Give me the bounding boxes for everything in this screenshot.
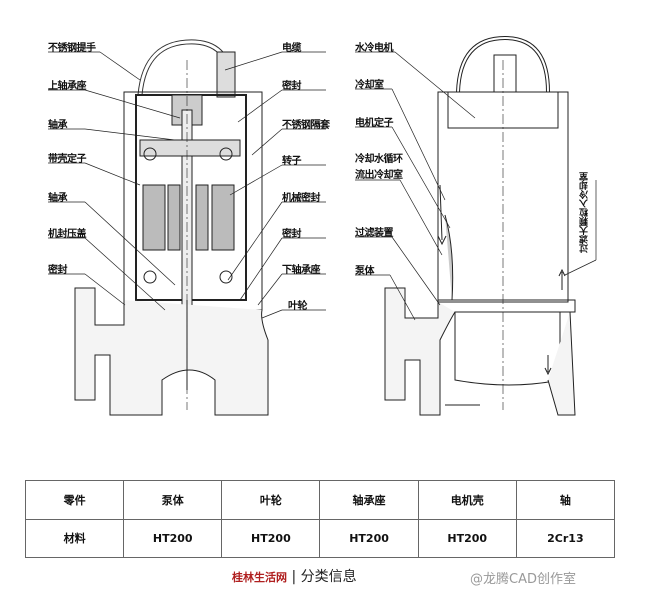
left-pump-section [74, 39, 269, 416]
table-cell: 轴 [515, 480, 616, 520]
label-lower-bearing-seat: 下轴承座 [282, 265, 321, 276]
label-stator-with-casing: 带壳定子 [48, 154, 87, 165]
materials-table: 零件 泵体 叶轮 轴承座 电机壳 轴 材料 HT200 HT200 HT200 … [24, 480, 616, 558]
watermark-site-suffix: 分类信息 [300, 569, 357, 585]
label-pump-body: 泵体 [355, 266, 375, 277]
table-cell: 泵体 [123, 480, 223, 520]
label-flow-out-cooling: 流出冷却室 [355, 170, 403, 181]
author-watermark: @龙腾CAD创作室 [470, 572, 576, 587]
right-pump-exterior [384, 35, 576, 416]
table-cell: 电机壳 [417, 480, 517, 520]
leader-lines [48, 51, 597, 321]
label-impeller: 叶轮 [288, 301, 308, 312]
label-seal-top: 密封 [282, 81, 302, 92]
label-cable: 电缆 [282, 43, 302, 54]
label-filter-device: 过滤装置 [355, 228, 394, 239]
label-seal-left: 密封 [48, 265, 68, 276]
label-seal-gland: 机封压盖 [48, 229, 87, 240]
table-cell: 叶轮 [221, 480, 321, 520]
label-mechanical-seal: 机械密封 [282, 193, 321, 204]
table-cell: 2Cr13 [515, 518, 616, 558]
label-cooling-chamber: 冷却室 [355, 80, 384, 91]
watermark-site-name: 桂林生活网 [232, 571, 287, 584]
vertical-note: 过滤大颗粒入冷却室 [580, 172, 590, 253]
table-cell: 材料 [24, 518, 125, 558]
table-header-row: 零件 泵体 叶轮 轴承座 电机壳 轴 [24, 480, 616, 520]
label-motor-stator: 电机定子 [355, 118, 394, 129]
label-cooling-water-circulation: 冷却水循环 [355, 154, 403, 165]
table-cell: HT200 [417, 518, 517, 558]
label-bearing-lower: 轴承 [48, 193, 68, 204]
site-watermark: 桂林生活网 | 分类信息 [232, 569, 357, 585]
table-row: 材料 HT200 HT200 HT200 HT200 2Cr13 [24, 518, 616, 558]
label-stainless-handle: 不锈钢提手 [48, 43, 96, 54]
table-cell: HT200 [319, 518, 419, 558]
label-seal-mid: 密封 [282, 229, 302, 240]
label-upper-bearing-seat: 上轴承座 [48, 81, 87, 92]
label-rotor: 转子 [282, 156, 302, 167]
table-cell: HT200 [123, 518, 223, 558]
table-cell: HT200 [221, 518, 321, 558]
label-bearing-upper: 轴承 [48, 120, 68, 131]
table-cell: 轴承座 [319, 480, 419, 520]
table-cell: 零件 [24, 480, 125, 520]
label-stainless-sleeve: 不锈钢隔套 [282, 120, 330, 131]
label-water-cooled-motor: 水冷电机 [355, 43, 394, 54]
